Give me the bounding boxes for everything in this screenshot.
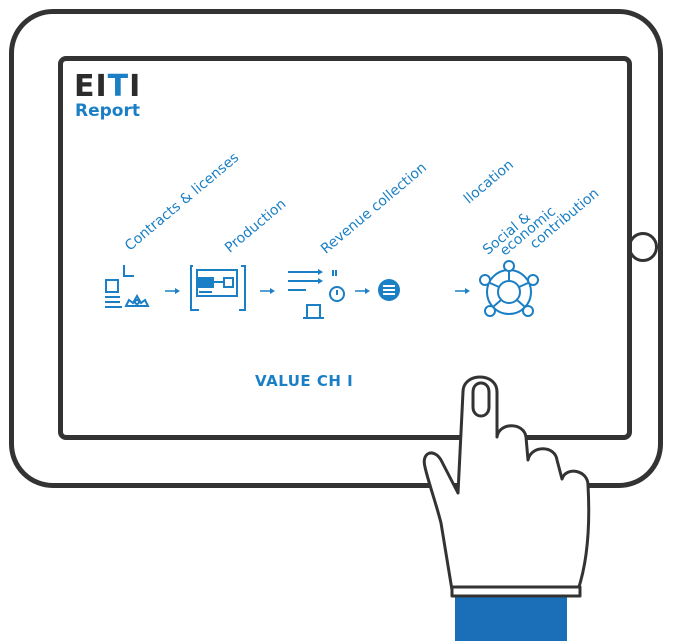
logo-subtitle: Report	[75, 101, 140, 121]
tablet-screen	[58, 56, 632, 440]
pointing-hand	[422, 375, 591, 641]
logo-wordmark: EITI	[74, 69, 142, 104]
coin-stack-icon	[378, 279, 400, 301]
contracts-icon	[105, 265, 150, 308]
shirt-sleeve	[455, 589, 567, 641]
eiti-logo: EITI Report	[74, 72, 164, 122]
production-icon	[190, 265, 246, 311]
flow-arrows	[165, 288, 470, 294]
value-chain-caption: VALUE CH I	[255, 372, 354, 390]
revenue-icon	[288, 269, 345, 319]
community-icon	[479, 260, 539, 317]
